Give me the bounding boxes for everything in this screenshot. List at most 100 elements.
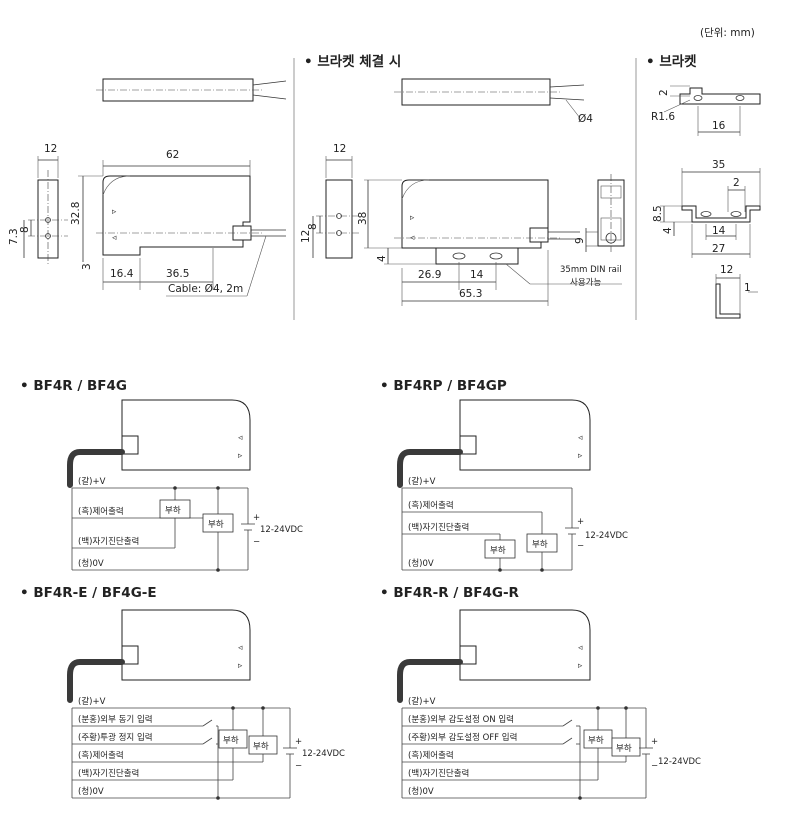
dim-height-32-8: 32.8 xyxy=(70,202,82,225)
bracket-end-view xyxy=(715,283,741,319)
svg-text:▹: ▹ xyxy=(238,451,243,461)
dim-height-8: 8 xyxy=(19,226,31,233)
heading-bracket: • 브라켓 xyxy=(646,53,697,70)
circuit-bf4rp-bf4gp: ◃ ▹ (갈)+V (흑)제어출력 (백)자기진단출력 (청)0V 부하 부하 … xyxy=(397,399,628,572)
dim-width-12: 12 xyxy=(44,143,57,155)
bracket-dim-2: 2 xyxy=(658,89,670,96)
bracket-mount-dimensions: Ø4 12 12 8 ▹ ◃ 38 4 xyxy=(300,78,625,306)
cable-spec: Cable: Ø4, 2m xyxy=(168,283,243,295)
wire-orange-label: (주황)투광 정지 입력 xyxy=(78,732,153,743)
mount-dim-8: 8 xyxy=(307,223,319,230)
bracket-dim-16: 16 xyxy=(712,120,726,132)
supply-voltage: 12-24VDC xyxy=(260,525,303,535)
wire-brown-label: (갈)+V xyxy=(78,477,106,487)
mount-dim-14: 14 xyxy=(470,269,484,281)
plus-sign: + xyxy=(651,737,658,747)
sensor-dimensions: 12 7.3 8 ▹ ◃ 62 32.8 3 16.4 36.5 xyxy=(8,78,287,297)
wire-orange-label: (주황)외부 감도설정 OFF 입력 xyxy=(408,732,517,743)
mount-end-view xyxy=(325,179,353,259)
mount-dim-38: 38 xyxy=(357,212,369,225)
circuit-bf4r-bf4g: ◃ ▹ (갈)+V (흑)제어출력 (백)자기진단출력 (청)0V 부하 부하 … xyxy=(67,399,303,572)
heading-bracket-mount: • 브라켓 체결 시 xyxy=(304,53,401,70)
heading-bf4r-bf4g: • BF4R / BF4G xyxy=(20,378,127,394)
supply-voltage: 12-24VDC xyxy=(302,749,345,759)
bracket-dim-12: 12 xyxy=(720,264,733,276)
circuit-bf4r-r: ◃ ▹ (갈)+V (분홍)외부 감도설정 ON 입력 (주황)외부 감도설정 … xyxy=(397,609,701,800)
wire-pink-label: (분홍)외부 감도설정 ON 입력 xyxy=(408,714,514,725)
mount-dim-width-12: 12 xyxy=(333,143,346,155)
circuit-bf4r-e: ◃ ▹ (갈)+V (분홍)외부 동기 입력 (주황)투광 정지 입력 (흑)제… xyxy=(67,609,345,800)
svg-text:◃: ◃ xyxy=(238,433,243,443)
wire-blue-label: (청)0V xyxy=(408,559,434,569)
wire-blue-label: (청)0V xyxy=(78,787,104,797)
supply-voltage: 12-24VDC xyxy=(658,757,701,767)
wire-white-label: (백)자기진단출력 xyxy=(408,768,469,779)
svg-text:▹: ▹ xyxy=(238,661,243,671)
plus-sign: + xyxy=(295,737,302,747)
heading-bf4rp-bf4gp: • BF4RP / BF4GP xyxy=(380,378,507,394)
wire-white-label: (백)자기진단출력 xyxy=(78,536,139,547)
load-label: 부하 xyxy=(616,743,632,754)
bracket-dim-1: 1 xyxy=(744,282,751,294)
bracket-dim-r1-6: R1.6 xyxy=(651,111,675,123)
load-label: 부하 xyxy=(532,539,548,550)
dim-phi-4: Ø4 xyxy=(578,113,593,125)
wire-black-label: (흑)제어출력 xyxy=(78,506,124,517)
load-label: 부하 xyxy=(165,505,181,516)
bracket-dim-27: 27 xyxy=(712,243,725,255)
dim-length-62: 62 xyxy=(166,149,179,161)
svg-text:◃: ◃ xyxy=(112,233,117,243)
svg-text:▹: ▹ xyxy=(578,661,583,671)
mount-dim-26-9: 26.9 xyxy=(418,269,441,281)
sensor-side-view xyxy=(102,175,251,256)
unit-note: (단위: mm) xyxy=(700,26,755,39)
supply-voltage: 12-24VDC xyxy=(585,531,628,541)
svg-text:◃: ◃ xyxy=(578,643,583,653)
mount-dim-4: 4 xyxy=(376,255,388,262)
svg-text:▹: ▹ xyxy=(410,213,415,223)
plus-sign: + xyxy=(577,517,584,527)
bracket-dim-14: 14 xyxy=(712,225,726,237)
minus-sign: − xyxy=(253,537,260,547)
bracket-dim-8-5: 8.5 xyxy=(652,205,664,222)
mount-dim-9: 9 xyxy=(574,237,586,244)
wire-white-label: (백)자기진단출력 xyxy=(408,522,469,533)
wire-brown-label: (갈)+V xyxy=(408,477,436,487)
wire-blue-label: (청)0V xyxy=(78,559,104,569)
bracket-dim-4: 4 xyxy=(662,227,674,234)
load-label: 부하 xyxy=(588,735,604,746)
wire-white-label: (백)자기진단출력 xyxy=(78,768,139,779)
svg-text:◃: ◃ xyxy=(238,643,243,653)
svg-text:◃: ◃ xyxy=(578,433,583,443)
mount-dim-12: 12 xyxy=(300,230,312,243)
minus-sign: − xyxy=(295,761,302,771)
plus-sign: + xyxy=(253,513,260,523)
svg-text:▹: ▹ xyxy=(578,451,583,461)
heading-bf4r-e: • BF4R-E / BF4G-E xyxy=(20,585,157,601)
dim-16-4: 16.4 xyxy=(110,268,134,280)
mount-dim-65-3: 65.3 xyxy=(459,288,482,300)
din-rail-note-1: 35mm DIN rail xyxy=(560,265,622,275)
wire-black-label: (흑)제어출력 xyxy=(78,750,124,761)
svg-text:▹: ▹ xyxy=(112,207,117,217)
load-label: 부하 xyxy=(253,741,269,752)
bracket-dim-35: 35 xyxy=(712,159,725,171)
bracket-side-view xyxy=(681,205,761,223)
wire-brown-label: (갈)+V xyxy=(408,697,436,707)
heading-bf4r-r: • BF4R-R / BF4G-R xyxy=(380,585,520,601)
dim-height-3: 3 xyxy=(81,263,93,270)
wire-brown-label: (갈)+V xyxy=(78,697,106,707)
wire-blue-label: (청)0V xyxy=(408,787,434,797)
din-rail-note-2: 사용가능 xyxy=(570,278,601,288)
wire-black-label: (흑)제어출력 xyxy=(408,500,454,511)
bracket-plate xyxy=(435,247,519,265)
wire-black-label: (흑)제어출력 xyxy=(408,750,454,761)
bracket-dimensions: 2 R1.6 16 35 2 8.5 4 14 27 xyxy=(651,85,761,319)
minus-sign: − xyxy=(651,761,658,771)
minus-sign: − xyxy=(577,541,584,551)
load-label: 부하 xyxy=(223,735,239,746)
wire-pink-label: (분홍)외부 동기 입력 xyxy=(78,714,153,725)
load-label: 부하 xyxy=(208,519,224,530)
load-label: 부하 xyxy=(490,545,506,556)
